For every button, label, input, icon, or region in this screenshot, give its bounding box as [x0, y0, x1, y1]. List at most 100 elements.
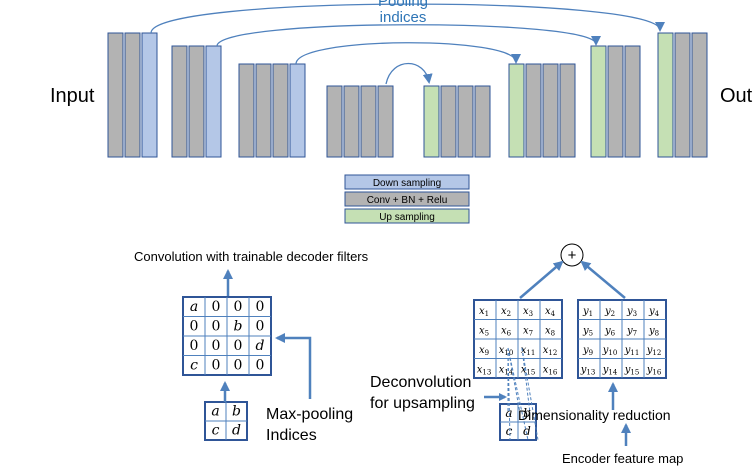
sparse-matrix-cell: 0: [212, 319, 221, 335]
x-matrix-cell: x14: [499, 365, 514, 377]
y-matrix-cell: y15: [624, 365, 640, 377]
y-matrix-cell: y6: [604, 326, 616, 338]
sparse-matrix-cell: 0: [212, 358, 221, 374]
downsampling-layer: [141, 32, 158, 158]
conv-bn-relu-layer: [343, 85, 360, 158]
sparse-matrix-cell: c: [190, 358, 198, 374]
y-matrix-cell: y3: [626, 306, 637, 318]
x-matrix-cell: x1: [479, 306, 489, 318]
right-index-cell: a: [505, 406, 512, 420]
y-matrix-cell: y16: [646, 365, 662, 377]
downsampling-layer: [289, 63, 306, 158]
sum-circle: [560, 243, 584, 267]
sparse-matrix-cell: 0: [190, 319, 199, 335]
conv-bn-relu-layer: [542, 63, 559, 158]
pooling-label-line2: indices: [380, 9, 427, 26]
x-matrix-cell: x5: [479, 326, 489, 338]
upsampling-layer: [508, 63, 525, 158]
right-index-cell: d: [523, 424, 531, 438]
sparse-matrix-cell: 0: [190, 338, 199, 354]
y-matrix-cell: y9: [582, 345, 593, 357]
left-index-cell: a: [211, 404, 219, 420]
y-matrix-cell: y2: [604, 306, 615, 318]
conv-bn-relu-layer: [440, 85, 457, 158]
y-matrix-cell: y10: [602, 345, 618, 357]
x-matrix-cell: x7: [523, 326, 533, 338]
x-matrix-cell: x12: [543, 345, 558, 357]
upsampling-layer: [590, 45, 607, 158]
sparse-matrix-cell: b: [234, 319, 243, 335]
sparse-matrix-cell: d: [256, 338, 265, 354]
legend-conv-label: Conv + BN + Relu: [367, 195, 448, 206]
conv-bn-relu-layer: [188, 45, 205, 158]
y-matrix-cell: y8: [648, 326, 659, 338]
right-index-cell: c: [506, 424, 513, 438]
conv-bn-relu-layer: [255, 63, 272, 158]
downsampling-layer: [205, 45, 222, 158]
y-matrix-cell: y11: [624, 345, 640, 357]
x-matrix-cell: x11: [521, 345, 536, 357]
legend-up-label: Up sampling: [379, 212, 435, 223]
conv-bn-relu-layer: [607, 45, 624, 158]
conv-bn-relu-layer: [377, 85, 394, 158]
sum-symbol: +: [568, 247, 577, 264]
upsampling-layer: [657, 32, 674, 158]
sparse-matrix-cell: 0: [256, 299, 265, 315]
sparse-matrix-cell: 0: [234, 299, 243, 315]
sparse-matrix-cell: 0: [234, 358, 243, 374]
y-matrix-cell: y1: [582, 306, 593, 318]
y-matrix-cell: y12: [646, 345, 662, 357]
x-matrix-cell: x6: [501, 326, 512, 338]
conv-bn-relu-layer: [238, 63, 255, 158]
y-matrix-cell: y5: [582, 326, 593, 338]
sparse-matrix-cell: a: [190, 299, 198, 315]
x-matrix-cell: x2: [501, 306, 511, 318]
x-matrix-cell: x16: [543, 365, 558, 377]
x-matrix-cell: x15: [521, 365, 536, 377]
conv-bn-relu-layer: [691, 32, 708, 158]
conv-bn-relu-layer: [559, 63, 576, 158]
sparse-matrix-cell: 0: [212, 338, 221, 354]
conv-bn-relu-layer: [674, 32, 691, 158]
legend-up-swatch: [344, 208, 470, 224]
input-label: Input: [50, 85, 95, 107]
y-matrix-cell: y13: [580, 365, 596, 377]
y-matrix-cell: y14: [602, 365, 618, 377]
dimred-label: Dimensionality reduction: [518, 407, 671, 423]
conv-bn-relu-layer: [624, 45, 641, 158]
x-matrix-cell: x13: [477, 365, 492, 377]
deconv-label-line2: for upsampling: [370, 395, 475, 412]
decoder-filters-title: Convolution with trainable decoder filte…: [134, 249, 369, 264]
pooling-index-arrows: [150, 3, 665, 85]
deconvolution-dashed-lines: [507, 347, 539, 441]
maxpool-to-matrix-arrow: [275, 333, 312, 399]
sparse-matrix-cell: 0: [256, 358, 265, 374]
x-matrix-cell: x4: [545, 306, 556, 318]
sparse-matrix-cell: 0: [256, 319, 265, 335]
pooling-label-line1: Pooling: [378, 0, 428, 10]
deconv-label-line1: Deconvolution: [370, 374, 471, 391]
legend: Down sampling Conv + BN + Relu Up sampli…: [344, 174, 470, 224]
conv-bn-relu-layer: [457, 85, 474, 158]
left-index-cell: b: [232, 404, 241, 420]
conv-bn-relu-layer: [171, 45, 188, 158]
maxpool-label-line2: Indices: [266, 427, 317, 444]
encoder-feature-map-label: Encoder feature map: [562, 451, 683, 466]
maxpool-label-line1: Max-pooling: [266, 406, 353, 423]
left-index-cell: d: [232, 423, 241, 439]
x-matrix-cell: x3: [523, 306, 533, 318]
conv-bn-relu-layer: [107, 32, 124, 158]
upsampling-layer: [423, 85, 440, 158]
sparse-matrix-cell: 0: [212, 299, 221, 315]
conv-bn-relu-layer: [272, 63, 289, 158]
decoder-x-matrix: x1x2x3x4x5x6x7x8x9x10x11x12x13x14x15x16: [473, 299, 563, 379]
conv-bn-relu-layer: [525, 63, 542, 158]
sparse-matrix-cell: 0: [234, 338, 243, 354]
conv-bn-relu-layer: [474, 85, 491, 158]
conv-bn-relu-layer: [360, 85, 377, 158]
conv-bn-relu-layer: [326, 85, 343, 158]
left-index-cell: c: [212, 423, 220, 439]
